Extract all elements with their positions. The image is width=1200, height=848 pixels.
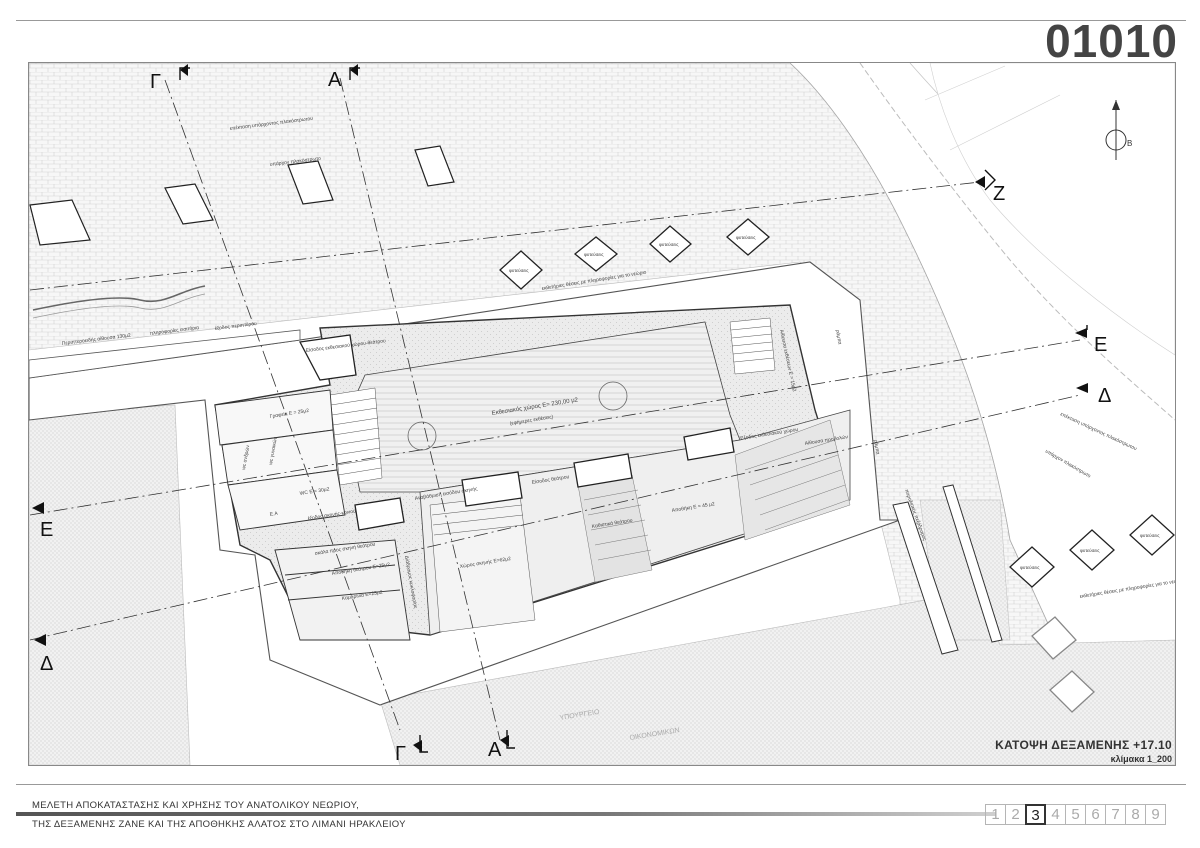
section-label-zeta: Ζ	[993, 183, 1005, 205]
label-ea: Ε.Α	[269, 511, 279, 518]
label-wc-women: wc γυναικών	[267, 436, 279, 465]
page-2[interactable]: 2	[1005, 804, 1026, 825]
page-index: 1 2 3 4 5 6 7 8 9	[985, 804, 1166, 825]
top-rule	[16, 20, 1186, 21]
wall-piers	[298, 334, 735, 531]
page-8[interactable]: 8	[1125, 804, 1146, 825]
label-plant-1: φυτεύσεις	[509, 267, 529, 273]
section-label-gamma-top: Γ	[150, 71, 161, 93]
page-6[interactable]: 6	[1085, 804, 1106, 825]
section-label-alpha-top: Α	[328, 69, 342, 91]
section-label-epsilon-left: Ε	[40, 519, 53, 541]
page-4[interactable]: 4	[1045, 804, 1066, 825]
section-label-gamma-bottom: Γ	[395, 743, 406, 765]
service-wing	[214, 389, 411, 641]
label-plant-4: φυτεύσεις	[736, 234, 756, 240]
garden-path	[32, 285, 206, 311]
project-title-line2: ΤΗΣ ΔΕΞΑΜΕΝΗΣ ΖΑΝΕ ΚΑΙ ΤΗΣ ΑΠΟΘΗΚΗΣ ΑΛΑΤ…	[32, 819, 406, 830]
section-label-epsilon-right: Ε	[1094, 334, 1107, 356]
section-arrow-tails	[179, 67, 1088, 753]
plan-title: ΚΑΤΟΨΗ ΔΕΞΑΜΕΝΗΣ +17.10	[995, 738, 1172, 752]
plan-scale: κλίμακα 1_200	[1110, 754, 1172, 764]
label-ramp-left: ράμπα	[834, 329, 843, 345]
section-lines	[29, 77, 1081, 741]
quay-strip	[942, 484, 1003, 643]
page-9[interactable]: 9	[1145, 804, 1166, 825]
label-plant-2: φυτεύσεις	[584, 251, 604, 257]
plan-title-block: ΚΑΤΟΨΗ ΔΕΞΑΜΕΝΗΣ +17.10 κλίμακα 1_200	[995, 738, 1172, 764]
section-label-alpha-bottom: Α	[488, 739, 502, 761]
north-arrow-icon	[1105, 100, 1127, 160]
label-existing-path-ext-right: επέκταση υπάρχοντος πλακόστρωτου	[1059, 410, 1138, 452]
stairs-left	[329, 387, 383, 486]
page-7[interactable]: 7	[1105, 804, 1126, 825]
quay-strip	[892, 501, 959, 655]
label-existing-path-right: υπάρχον πλακόστρωτο	[1044, 448, 1092, 480]
label-plant-6: φυτεύσεις	[1080, 547, 1100, 553]
theatre-seating	[577, 419, 851, 583]
north-label: Β	[1127, 139, 1132, 148]
label-seats-lights-right: εκθετήριες θέσεις με πληροφορίες για το …	[1079, 576, 1185, 600]
column	[598, 381, 628, 411]
plant-beds	[499, 218, 1175, 713]
lower-left-plaza	[29, 404, 191, 765]
page-1[interactable]: 1	[985, 804, 1006, 825]
page-3-current[interactable]: 3	[1025, 804, 1046, 825]
sheet-number: 01010	[1045, 15, 1178, 67]
label-plant-7: φυτεύσεις	[1140, 532, 1160, 538]
project-title-bar	[16, 812, 996, 816]
coastal-walk	[859, 63, 1175, 421]
label-plant-5: φυτεύσεις	[1020, 564, 1040, 570]
bottom-rule	[16, 784, 1186, 785]
label-wc-men: wc ανδρών	[240, 444, 251, 470]
label-ramp-right: ράμπα	[872, 439, 881, 455]
label-plant-3: φυτεύσεις	[659, 241, 679, 247]
section-label-delta-right: Δ	[1098, 385, 1111, 407]
stairs-right	[729, 317, 776, 375]
section-label-delta-left: Δ	[40, 653, 53, 675]
plaza-rectangles	[29, 145, 455, 246]
project-title-line1: ΜΕΛΕΤΗ ΑΠΟΚΑΤΑΣΤΑΣΗΣ ΚΑΙ ΧΡΗΣΗΣ ΤΟΥ ΑΝΑΤ…	[32, 800, 360, 811]
label-wc: WC Ε = 30μ2	[299, 486, 330, 497]
page-5[interactable]: 5	[1065, 804, 1086, 825]
